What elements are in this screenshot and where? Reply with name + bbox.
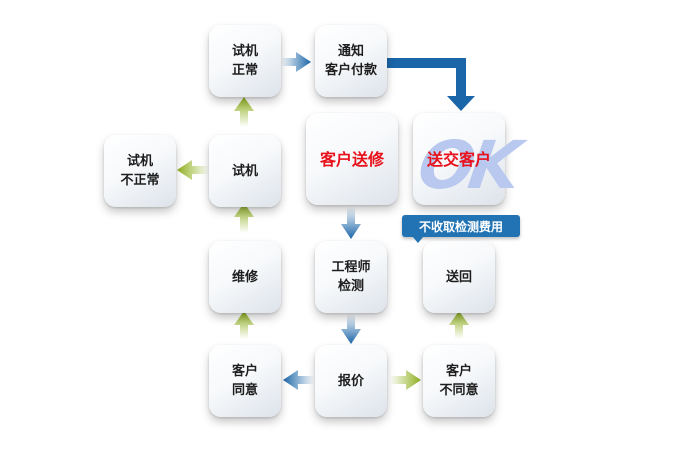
node-test-ok: 试机 正常 bbox=[209, 25, 281, 97]
node-engineer-check: 工程师 检测 bbox=[315, 241, 387, 313]
badge-pointer bbox=[412, 236, 424, 243]
arrow-engineer-to-quote bbox=[341, 314, 361, 344]
node-label: 送回 bbox=[445, 269, 472, 285]
node-label: 报价 bbox=[337, 373, 364, 389]
arrow-notify-to-deliver bbox=[387, 58, 475, 111]
node-test-run: 试机 bbox=[209, 135, 281, 207]
arrow-test-to-test-fail bbox=[177, 160, 209, 180]
node-customer-sends: 客户送修 bbox=[306, 113, 398, 205]
node-quote: 报价 bbox=[315, 345, 387, 417]
arrow-quote-to-disagree bbox=[390, 370, 421, 390]
node-label: 通知 客户付款 bbox=[324, 44, 377, 78]
node-notify-payment: 通知 客户付款 bbox=[315, 25, 387, 97]
node-test-fail: 试机 不正常 bbox=[104, 135, 176, 207]
node-customer-disagree: 客户 不同意 bbox=[423, 345, 495, 417]
arrow-test-ok-to-notify bbox=[281, 52, 311, 72]
node-deliver: OK 送交客户 bbox=[413, 113, 520, 205]
arrow-disagree-to-return bbox=[449, 311, 469, 339]
arrow-test-to-test-ok bbox=[234, 97, 254, 127]
node-label: 维修 bbox=[231, 269, 258, 285]
arrow-repair-to-test bbox=[234, 203, 254, 233]
node-label: 工程师 检测 bbox=[331, 260, 371, 294]
node-return: 送回 bbox=[423, 241, 495, 313]
arrow-agree-to-repair bbox=[234, 311, 254, 339]
node-customer-agree: 客户 同意 bbox=[209, 345, 281, 417]
node-label: 试机 bbox=[231, 163, 258, 179]
node-label: 客户 不同意 bbox=[439, 364, 479, 398]
arrow-send-to-engineer bbox=[341, 207, 361, 239]
node-label-highlight: 送交客户 bbox=[426, 149, 491, 169]
node-label: 试机 不正常 bbox=[120, 154, 160, 188]
arrow-quote-to-agree bbox=[283, 370, 314, 390]
node-label: 试机 正常 bbox=[231, 44, 258, 78]
node-label: 客户 同意 bbox=[231, 364, 258, 398]
node-repair: 维修 bbox=[209, 241, 281, 313]
no-fee-badge: 不收取检测费用 bbox=[402, 215, 520, 237]
node-label-highlight: 客户送修 bbox=[319, 149, 384, 169]
